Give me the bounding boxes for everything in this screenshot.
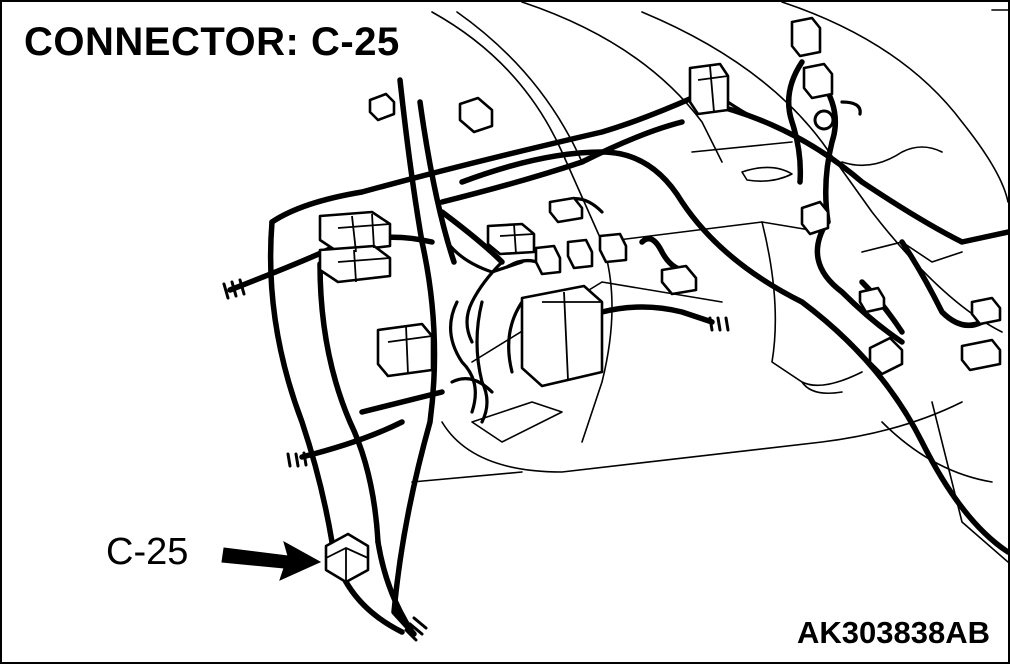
figure-id: AK303838AB [797,615,990,650]
wire-ends [222,278,730,642]
callout-label: C-25 [106,531,189,573]
connector-c25 [324,532,370,584]
callout-arrow-icon [221,540,322,581]
harness-wires [227,59,1008,637]
fine-wires [445,96,862,424]
diagram-title: CONNECTOR: C-25 [24,22,406,62]
connector-details [325,65,835,582]
